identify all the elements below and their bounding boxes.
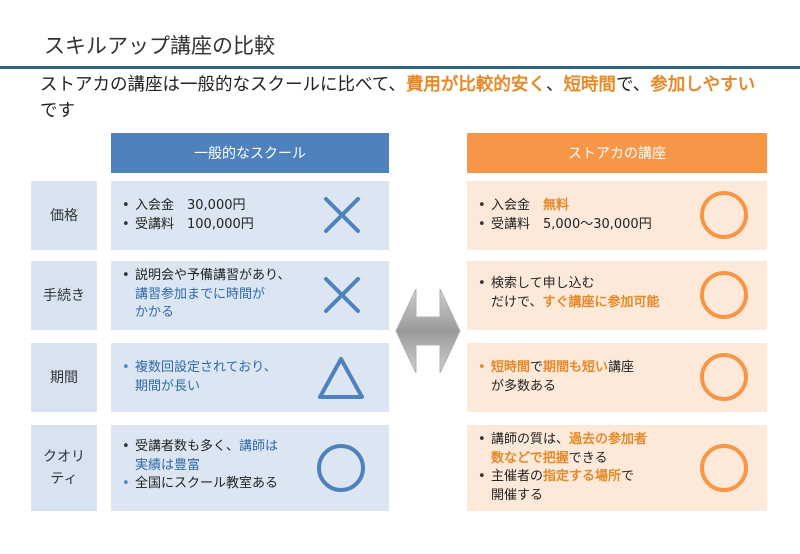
circle-mark-icon	[700, 444, 748, 492]
lead-highlight-cost: 費用が比較的安く	[405, 75, 546, 95]
cell-general-quality: 受講者数も多く、講師は 実績は豊富 全国にスクール教室ある	[111, 425, 389, 511]
general-period-line-2: 期間が長い	[135, 378, 201, 394]
slide-title: スキルアップ講座の比較	[44, 34, 275, 58]
general-price-line-2: 受講料 100,000円	[119, 216, 389, 235]
storeaca-price-line-1: 入会金 無料	[475, 197, 767, 216]
row-label-procedure: 手続き	[31, 261, 97, 330]
storeaca-quality-instructor: 講師の質は、	[491, 432, 570, 447]
storeaca-quality-past: 過去の参加者	[569, 432, 648, 447]
header-storeaca-course: ストアカの講座	[467, 133, 767, 173]
title-underline	[0, 66, 800, 69]
storeaca-quality-count: 数などで	[491, 450, 543, 466]
lead-text: ストアカの講座は一般的なスクールに比べて、費用が比較的安く、短時間で、参加しやす…	[40, 72, 770, 124]
general-procedure-line-1: 説明会や予備講習があり、	[119, 267, 389, 286]
storeaca-quality-line-1: 講師の質は、過去の参加者	[475, 431, 767, 450]
double-arrow-icon	[395, 288, 461, 374]
storeaca-price-line-2: 受講料 5,000〜30,000円	[475, 216, 767, 235]
general-price-line-1: 入会金 30,000円	[119, 197, 389, 216]
storeaca-price-label: 入会金	[491, 198, 544, 213]
storeaca-procedure-line-2: だけで、すぐ講座に参加可能	[475, 294, 767, 313]
lead-part-1: ストアカの講座は一般的なスクールに比べて、	[40, 75, 406, 95]
row-label-quality-line-2: ティ	[50, 471, 78, 487]
triangle-mark-icon	[318, 357, 364, 399]
general-quality-line-3: 全国にスクール教室ある	[119, 475, 389, 494]
row-label-price: 価格	[31, 181, 97, 250]
storeaca-quality-line-3: 主催者の指定する場所で	[475, 468, 767, 487]
header-general-school: 一般的なスクール	[111, 133, 389, 173]
general-quality-students: 受講者数も多く、	[135, 439, 240, 454]
storeaca-quality-can: できる	[568, 450, 608, 466]
storeaca-period-short-time: 短時間	[491, 360, 531, 375]
cross-mark-icon	[324, 277, 360, 313]
row-label-quality-line-1: クオリ	[43, 449, 85, 465]
lead-highlight-easy: 参加しやすい	[650, 75, 756, 95]
general-procedure-line-2: 講習参加までに時間が	[135, 286, 266, 302]
storeaca-price-free: 無料	[543, 198, 570, 213]
lead-part-2: 、	[545, 75, 564, 95]
row-label-period: 期間	[31, 343, 97, 412]
storeaca-quality-de: で	[621, 469, 635, 484]
storeaca-quality-line-2: 数などで把握できる	[475, 450, 767, 469]
circle-mark-icon	[700, 353, 748, 401]
cell-storeaca-quality: 講師の質は、過去の参加者 数などで把握できる 主催者の指定する場所で 開催する	[467, 425, 767, 511]
circle-mark-icon	[700, 271, 748, 319]
storeaca-period-short-duration: 期間も短い	[543, 360, 609, 375]
storeaca-period-course: 講座	[608, 360, 635, 375]
storeaca-quality-line-4: 開催する	[491, 487, 544, 503]
storeaca-period-line-2: が多数ある	[491, 378, 557, 394]
circle-mark-icon	[317, 444, 365, 492]
storeaca-procedure-text: だけで、	[491, 294, 543, 310]
storeaca-period-de: で	[530, 360, 544, 375]
storeaca-quality-host: 主催者の	[491, 469, 544, 484]
row-label-quality: クオリ ティ	[31, 425, 97, 511]
lead-part-4: です	[40, 101, 75, 121]
cross-mark-icon	[324, 197, 360, 233]
cell-general-period: 複数回設定されており、 期間が長い	[111, 343, 389, 412]
lead-part-3: で、	[615, 75, 651, 95]
general-period-line-1: 複数回設定されており、	[119, 359, 389, 378]
general-quality-line-1: 受講者数も多く、講師は	[119, 438, 389, 457]
general-quality-line-2: 実績は豊富	[135, 457, 201, 473]
storeaca-period-line-1: 短時間で期間も短い講座	[475, 359, 767, 378]
general-procedure-line-3: かかる	[135, 305, 175, 320]
storeaca-quality-grasp: 把握	[542, 450, 569, 466]
storeaca-procedure-highlight: すぐ講座に参加可能	[542, 294, 660, 310]
circle-mark-icon	[700, 191, 748, 239]
lead-highlight-short-time: 短時間	[563, 75, 616, 95]
storeaca-quality-place: 指定する場所	[543, 469, 622, 484]
storeaca-procedure-line-1: 検索して申し込む	[475, 275, 767, 294]
general-quality-instructor: 講師は	[239, 439, 279, 454]
